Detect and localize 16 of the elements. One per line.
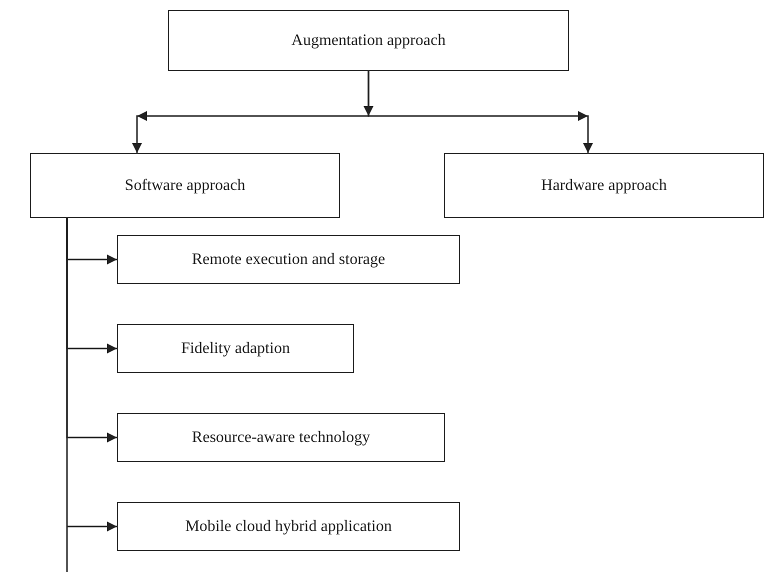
process-box xyxy=(117,413,445,462)
box-label: Remote execution and storage xyxy=(192,250,386,270)
process-box xyxy=(444,153,764,218)
process-box xyxy=(117,324,354,373)
arrow xyxy=(368,71,593,153)
box-label: Augmentation approach xyxy=(291,30,446,50)
arrow xyxy=(66,217,118,572)
box-label: Resource-aware technology xyxy=(192,428,370,448)
box-label: Mobile cloud hybrid application xyxy=(185,516,392,536)
process-box xyxy=(117,235,460,284)
box-label: Software approach xyxy=(124,176,246,196)
box-label: Hardware approach xyxy=(541,176,667,196)
process-box xyxy=(168,10,569,71)
process-box xyxy=(30,153,340,218)
process-box xyxy=(117,502,460,551)
box-label: Fidelity adaption xyxy=(181,338,290,358)
